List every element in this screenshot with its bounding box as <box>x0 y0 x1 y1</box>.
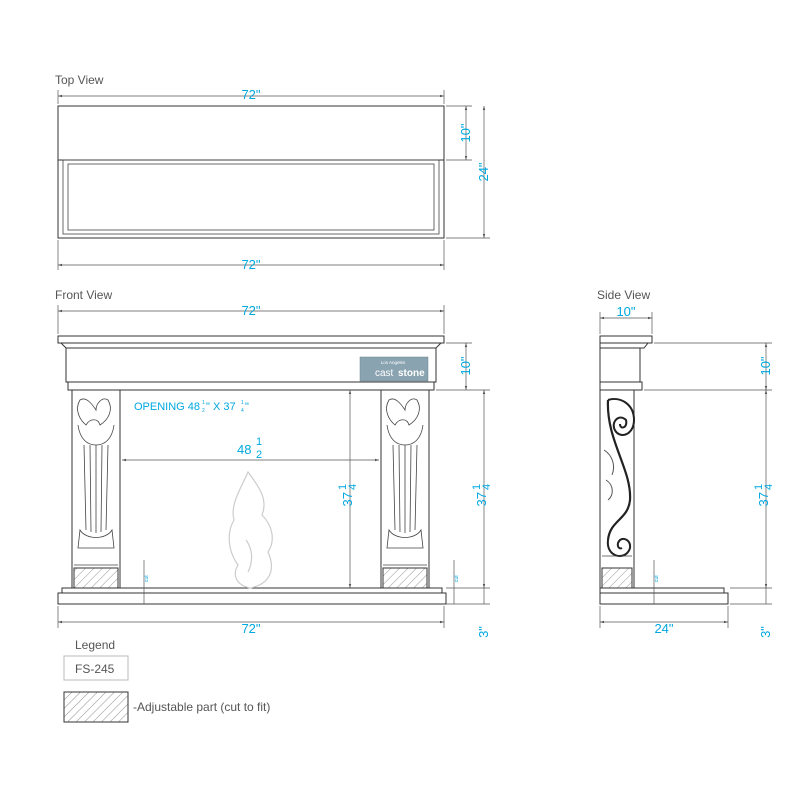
right-adjustable-block <box>382 567 428 589</box>
front-frieze-base <box>67 381 435 391</box>
top-view-inner <box>62 159 440 235</box>
right-corbel <box>380 389 430 589</box>
dim-front-leg-frac-den: 4 <box>481 484 493 490</box>
dim-side-leg-height: 37 <box>756 492 771 506</box>
legend-model-box <box>63 655 129 681</box>
legend-model: FS-245 <box>75 662 115 676</box>
top-view-title: Top View <box>55 73 104 87</box>
dim-opening-h-frac-den: 4 <box>347 484 359 490</box>
opening-prefix: OPENING 48 <box>134 401 200 413</box>
logo-top-line: Los Angeles <box>381 360 406 365</box>
left-adjustable-block <box>73 567 119 589</box>
left-leaf-base <box>77 528 115 549</box>
logo-stone: stone <box>398 368 425 379</box>
top-view-outline <box>57 105 445 239</box>
opening-mid: " X 37 <box>206 401 236 413</box>
right-acanthus-top <box>386 398 420 426</box>
dim-top-width-top: 72" <box>241 87 260 102</box>
hearth-top <box>61 587 443 594</box>
right-acanthus-mid <box>386 424 424 446</box>
dim-side-leg-frac-num: 1 <box>753 484 765 490</box>
scroll-bottom <box>606 538 632 557</box>
legend: Legend FS-245 -Adjustable part (cut to f… <box>63 638 270 723</box>
dim-top-depth-shelf: 10" <box>458 123 473 142</box>
dim-opening-height-group: 37 1 4 <box>337 484 359 507</box>
front-cornice <box>59 342 443 349</box>
dim-side-base-height: 3" <box>758 626 773 638</box>
left-corbel <box>71 389 121 589</box>
dim-side-top-depth: 10" <box>616 304 635 319</box>
right-leaf-base <box>386 528 424 549</box>
opening-frac-den-1: 2 <box>202 408 205 414</box>
opening-frac-den-2: 4 <box>241 408 244 414</box>
front-view: Front View 72" Los Angeles cast stone <box>55 288 493 638</box>
dim-opening-frac-den: 2 <box>256 449 262 461</box>
front-view-title: Front View <box>55 288 112 302</box>
legend-hatch-swatch <box>63 691 129 723</box>
dim-opening-h-frac-num: 1 <box>337 484 349 490</box>
cut-label-left: cut <box>144 575 150 582</box>
right-fluting <box>392 444 418 533</box>
opening-suffix: " <box>245 401 249 413</box>
cut-label-right: cut <box>454 575 460 582</box>
flame-icon <box>228 470 273 589</box>
dim-front-frieze-height: 10" <box>458 356 473 375</box>
dim-side-frieze-height: 10" <box>758 356 773 375</box>
side-adjustable-block <box>601 567 633 589</box>
side-shelf <box>599 335 653 344</box>
side-cornice <box>599 342 650 349</box>
legend-adjustable-label: -Adjustable part (cut to fit) <box>133 700 270 714</box>
dim-opening-frac-num: 1 <box>256 436 262 448</box>
dim-front-width-bottom: 72" <box>241 621 260 636</box>
opening-frac-num-2: 1 <box>241 400 244 406</box>
side-view: Side View 10" cut 10" 37 <box>597 288 775 638</box>
dim-opening-height: 37 <box>340 492 355 506</box>
dim-side-base-depth: 24" <box>654 621 673 636</box>
dim-side-leg-group: 37 1 4 <box>753 484 775 507</box>
top-view: Top View 72" 10" 24" 72" <box>55 73 491 272</box>
opening-frac-num-1: 1 <box>202 400 205 406</box>
side-hearth <box>599 592 729 605</box>
dim-top-depth-total: 24" <box>476 162 491 181</box>
dim-front-base-height: 3" <box>476 626 491 638</box>
side-frieze <box>599 347 641 383</box>
scroll-body <box>606 399 632 541</box>
cut-label-side: cut <box>654 575 660 582</box>
hearth <box>57 592 447 605</box>
side-view-title: Side View <box>597 288 650 302</box>
dim-top-width-bottom: 72" <box>241 257 260 272</box>
left-fluting <box>83 444 109 533</box>
side-frieze-base <box>599 381 643 391</box>
legend-title: Legend <box>75 638 115 652</box>
dim-side-leg-frac-den: 4 <box>763 484 775 490</box>
caststone-logo: Los Angeles cast stone <box>359 356 429 382</box>
side-hearth-top <box>599 587 725 594</box>
left-acanthus-mid <box>77 424 115 446</box>
dim-front-width-top: 72" <box>241 303 260 318</box>
left-acanthus-top <box>77 398 111 426</box>
top-view-inner2 <box>67 163 435 231</box>
opening-label: OPENING 48 1 2 " X 37 1 4 " <box>134 400 249 414</box>
scroll-top <box>607 398 636 436</box>
scroll-leaf <box>603 449 615 501</box>
dim-front-leg-group: 37 1 4 <box>471 484 493 507</box>
dim-opening-width-whole: 48 <box>237 442 251 457</box>
front-shelf <box>57 335 445 344</box>
dim-front-leg-frac-num: 1 <box>471 484 483 490</box>
logo-cast: cast <box>375 368 394 379</box>
dim-front-leg-height: 37 <box>474 492 489 506</box>
